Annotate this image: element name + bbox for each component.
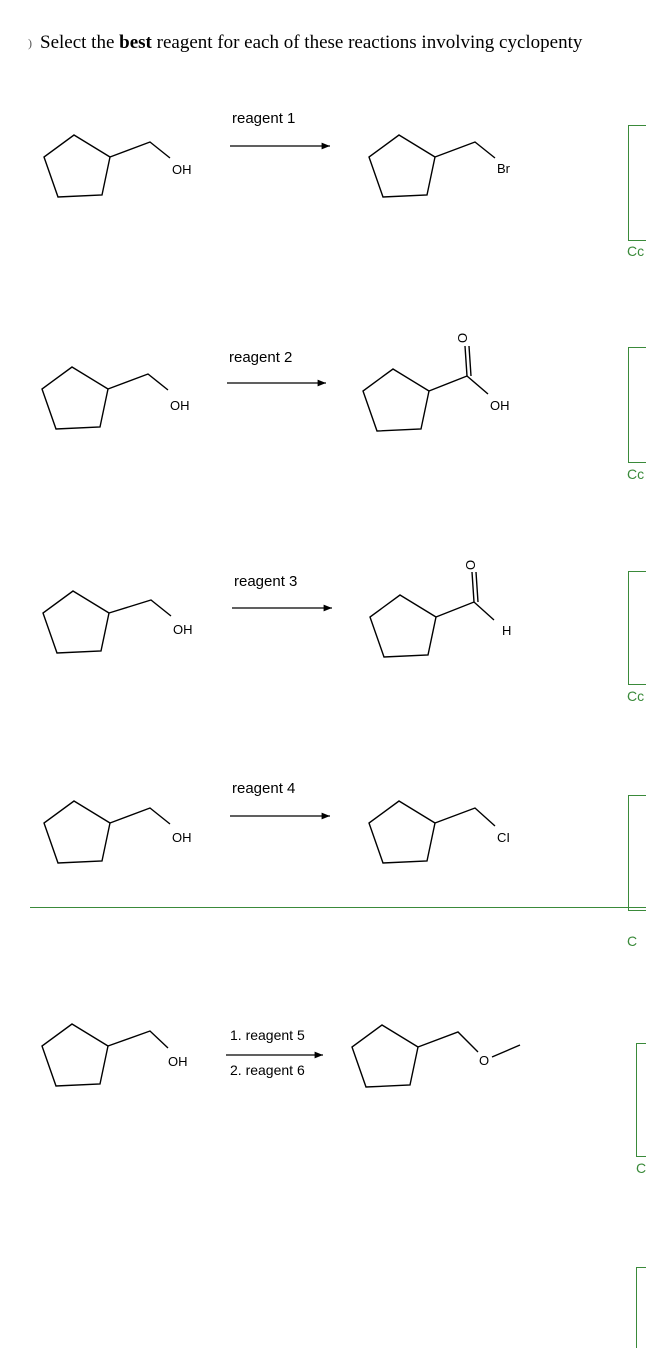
answer-box-label-5: C — [636, 1160, 646, 1176]
product-molecule-5 — [351, 1024, 521, 1088]
product-molecule-4 — [368, 800, 496, 864]
answer-box-label-2: Cc — [627, 466, 645, 482]
answer-box-2[interactable] — [628, 347, 646, 463]
answer-box-1[interactable] — [628, 125, 646, 241]
start-group-2: OH — [170, 398, 190, 413]
product-group-4: CI — [497, 830, 510, 845]
reagent-label-6: 2. reagent 6 — [230, 1062, 305, 1078]
answer-box-label-3: Cc — [627, 688, 645, 704]
product-carbonyl-oxygen-2: O — [455, 333, 470, 343]
product-carbonyl-oxygen-3: O — [463, 560, 478, 570]
reaction-3: OH reagent 3 O H — [42, 560, 511, 658]
reaction-4: OH reagent 4 CI — [43, 780, 510, 864]
product-group-2: OH — [490, 398, 510, 413]
start-group-5: OH — [168, 1054, 188, 1069]
reagent-label-4: reagent 4 — [232, 780, 295, 797]
product-molecule-1 — [368, 134, 496, 198]
product-ether-oxygen-5: O — [479, 1053, 489, 1068]
answer-box-4[interactable] — [628, 795, 646, 911]
reagent-label-3: reagent 3 — [234, 573, 297, 590]
product-molecule-3 — [369, 571, 495, 658]
reaction-1: OH reagent 1 Br — [43, 110, 511, 198]
question-marker: ) — [28, 36, 32, 50]
answer-box-3[interactable] — [628, 571, 646, 685]
reagent-label-1: reagent 1 — [232, 110, 295, 127]
start-group-1: OH — [172, 162, 192, 177]
question-text: Select the best reagent for each of thes… — [40, 32, 583, 53]
reaction-5: OH 1. reagent 5 2. reagent 6 O — [41, 1023, 521, 1088]
answer-box-6[interactable] — [636, 1267, 646, 1348]
question-emphasis: best — [119, 32, 152, 53]
start-molecule-4 — [43, 800, 171, 864]
start-molecule-5 — [41, 1023, 169, 1087]
start-group-4: OH — [172, 830, 192, 845]
start-molecule-3 — [42, 590, 172, 654]
section-divider — [30, 907, 646, 908]
answer-box-label-4: C — [627, 933, 638, 949]
question-header: ) Select the best reagent for each of th… — [0, 30, 646, 60]
product-group-1: Br — [497, 161, 511, 176]
answer-box-label-1: Cc — [627, 243, 645, 259]
product-molecule-2 — [362, 345, 489, 432]
reagent-label-5: 1. reagent 5 — [230, 1027, 305, 1043]
reagent-label-2: reagent 2 — [229, 349, 292, 366]
reaction-2: OH reagent 2 O OH — [41, 333, 510, 432]
answer-box-5[interactable] — [636, 1043, 646, 1157]
start-group-3: OH — [173, 622, 193, 637]
product-group-3: H — [502, 623, 511, 638]
start-molecule-1 — [43, 134, 171, 198]
start-molecule-2 — [41, 366, 169, 430]
